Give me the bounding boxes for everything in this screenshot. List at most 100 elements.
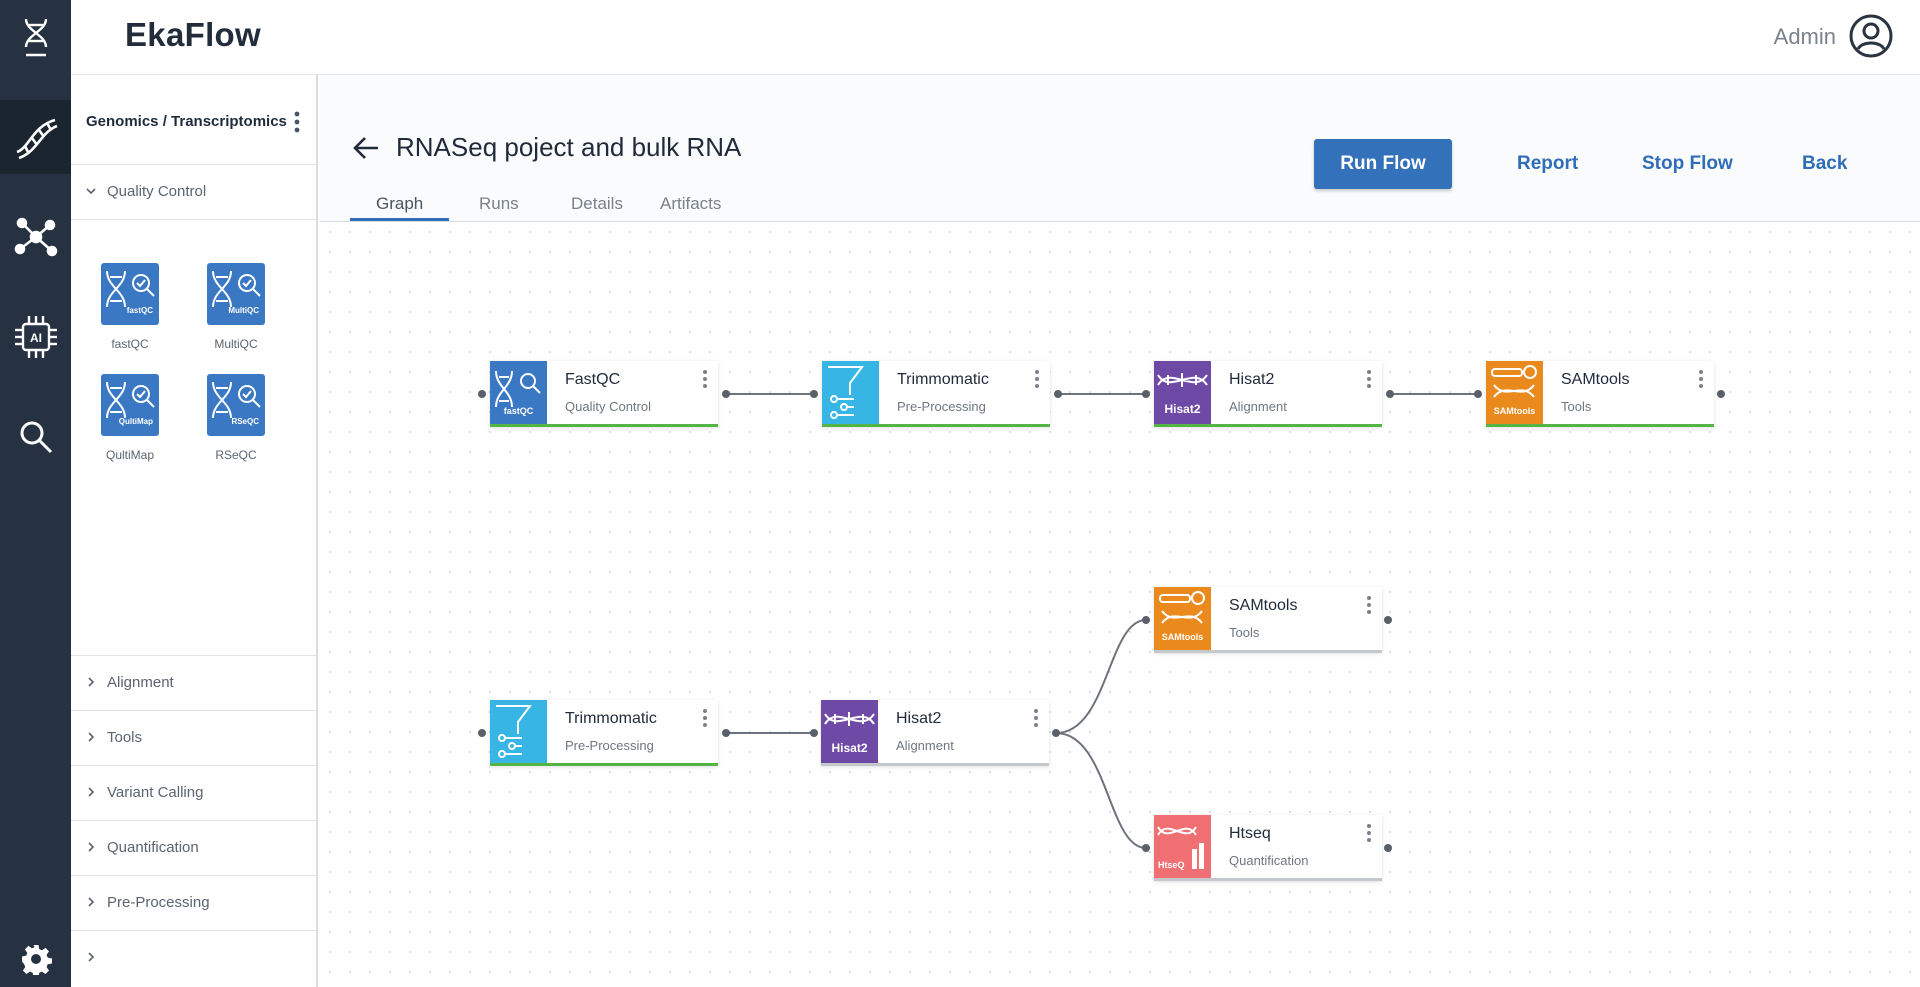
node-trimmomatic-2[interactable]: Trimmomatic Pre-Processing [490, 700, 718, 766]
section-label: Pre-Processing [107, 894, 210, 911]
kebab-menu-icon[interactable] [1366, 595, 1372, 615]
active-tab-indicator [350, 218, 449, 221]
node-category: Quality Control [565, 399, 651, 414]
tab-details[interactable]: Details [571, 194, 623, 213]
node-category: Tools [1229, 625, 1260, 640]
node-title: Htseq [1229, 825, 1271, 842]
ai-chip-icon[interactable]: AI [0, 300, 71, 374]
kebab-menu-icon[interactable] [1034, 369, 1040, 389]
tab-artifacts[interactable]: Artifacts [660, 194, 722, 213]
tool-multiqc[interactable]: MultiQC MultiQC [201, 263, 271, 351]
section-pre-processing[interactable]: Pre-Processing [71, 875, 316, 930]
hisat2-icon: Hisat2 [821, 700, 878, 763]
app-rail: AI [0, 0, 71, 987]
search-icon[interactable] [0, 400, 71, 474]
node-samtools-2[interactable]: SAMtools SAMtools Tools [1154, 587, 1382, 653]
node-title: Hisat2 [896, 710, 942, 727]
sidebar-header: Genomics / Transcriptomics [71, 75, 316, 165]
chevron-right-icon [88, 842, 95, 852]
svg-text:AI: AI [30, 331, 42, 345]
section-quality-control[interactable]: Quality Control [71, 165, 316, 220]
kebab-menu-icon[interactable] [1033, 708, 1039, 728]
qultimap-icon: QultiMap [101, 374, 159, 436]
status-bar [822, 424, 1050, 427]
page-title: RNASeq poject and bulk RNA [396, 132, 742, 162]
section-label: Quality Control [107, 183, 207, 200]
node-fastqc[interactable]: fastQC FastQC Quality Control [490, 361, 718, 427]
top-header: EkaFlow Admin [71, 0, 1920, 75]
section-label: Quantification [107, 839, 199, 856]
dna-logo-icon[interactable] [0, 0, 71, 74]
node-samtools[interactable]: SAMtools SAMtools Tools [1486, 361, 1714, 427]
run-flow-button[interactable]: Run Flow [1314, 139, 1452, 189]
back-button[interactable]: Back [1802, 153, 1848, 174]
sidebar-title: Genomics / Transcriptomics [86, 113, 287, 130]
kebab-menu-icon[interactable] [702, 708, 708, 728]
kebab-menu-icon[interactable] [1698, 369, 1704, 389]
node-title: Trimmomatic [565, 710, 657, 727]
section-variant-calling[interactable]: Variant Calling [71, 765, 316, 820]
section-more[interactable] [71, 930, 316, 985]
brand-logo: EkaFlow [125, 16, 261, 53]
chevron-right-icon [88, 732, 95, 742]
fastqc-icon: fastQC [490, 361, 547, 424]
section-tools[interactable]: Tools [71, 710, 316, 765]
node-title: Hisat2 [1229, 371, 1275, 388]
chevron-right-icon [88, 677, 95, 687]
section-label: Variant Calling [107, 784, 204, 801]
section-quantification[interactable]: Quantification [71, 820, 316, 875]
status-bar [490, 763, 718, 766]
section-alignment[interactable]: Alignment [71, 655, 316, 710]
graph-canvas[interactable] [320, 222, 1920, 987]
kebab-menu-icon[interactable] [1366, 369, 1372, 389]
kebab-menu-icon[interactable] [702, 369, 708, 389]
status-bar [1154, 878, 1382, 881]
node-title: SAMtools [1561, 371, 1630, 388]
status-bar [490, 424, 718, 427]
stop-flow-button[interactable]: Stop Flow [1642, 153, 1733, 174]
node-hisat2-2[interactable]: Hisat2 Hisat2 Alignment [821, 700, 1049, 766]
genomics-icon[interactable] [0, 100, 71, 174]
node-category: Quantification [1229, 853, 1309, 868]
node-htseq[interactable]: HtseQ Htseq Quantification [1154, 815, 1382, 881]
fastqc-icon: fastQC [101, 263, 159, 325]
tab-graph[interactable]: Graph [376, 194, 424, 213]
node-category: Alignment [896, 738, 954, 753]
main-area: RNASeq poject and bulk RNA Run Flow Repo… [320, 75, 1920, 987]
chevron-right-icon [88, 897, 95, 907]
samtools-icon: SAMtools [1154, 587, 1211, 650]
user-avatar-icon[interactable] [1848, 13, 1894, 64]
kebab-menu-icon[interactable] [1366, 823, 1372, 843]
tool-label: QultiMap [105, 448, 155, 462]
node-title: Trimmomatic [897, 371, 989, 388]
node-title: SAMtools [1229, 597, 1298, 614]
status-bar [1154, 650, 1382, 653]
trimmomatic-icon [822, 361, 879, 424]
tool-label: MultiQC [214, 337, 258, 351]
node-title: FastQC [565, 371, 621, 388]
tool-label: fastQC [111, 337, 149, 351]
rseqc-icon: RSeQC [207, 374, 265, 436]
node-category: Tools [1561, 399, 1592, 414]
node-trimmomatic[interactable]: Trimmomatic Pre-Processing [822, 361, 1050, 427]
trimmomatic-icon [490, 700, 547, 763]
page-header: RNASeq poject and bulk RNA Run Flow Repo… [320, 75, 1920, 222]
htseq-icon: HtseQ [1154, 815, 1211, 878]
user-name[interactable]: Admin [1773, 24, 1836, 49]
multiqc-icon: MultiQC [207, 263, 265, 325]
node-hisat2[interactable]: Hisat2 Hisat2 Alignment [1154, 361, 1382, 427]
report-button[interactable]: Report [1517, 153, 1579, 174]
back-arrow-icon[interactable] [352, 135, 380, 166]
hisat2-icon: Hisat2 [1154, 361, 1211, 424]
tool-fastqc[interactable]: fastQC fastQC [95, 263, 165, 351]
tool-sidebar: Genomics / Transcriptomics Quality Contr… [71, 75, 318, 987]
gear-icon[interactable] [0, 930, 71, 987]
tool-rseqc[interactable]: RSeQC RSeQC [201, 374, 271, 462]
chevron-right-icon [88, 787, 95, 797]
network-icon[interactable] [0, 200, 71, 274]
node-category: Alignment [1229, 399, 1287, 414]
kebab-menu-icon[interactable] [294, 111, 300, 138]
section-label: Alignment [107, 674, 174, 691]
tool-qultimap[interactable]: QultiMap QultiMap [95, 374, 165, 462]
tab-runs[interactable]: Runs [479, 194, 519, 213]
